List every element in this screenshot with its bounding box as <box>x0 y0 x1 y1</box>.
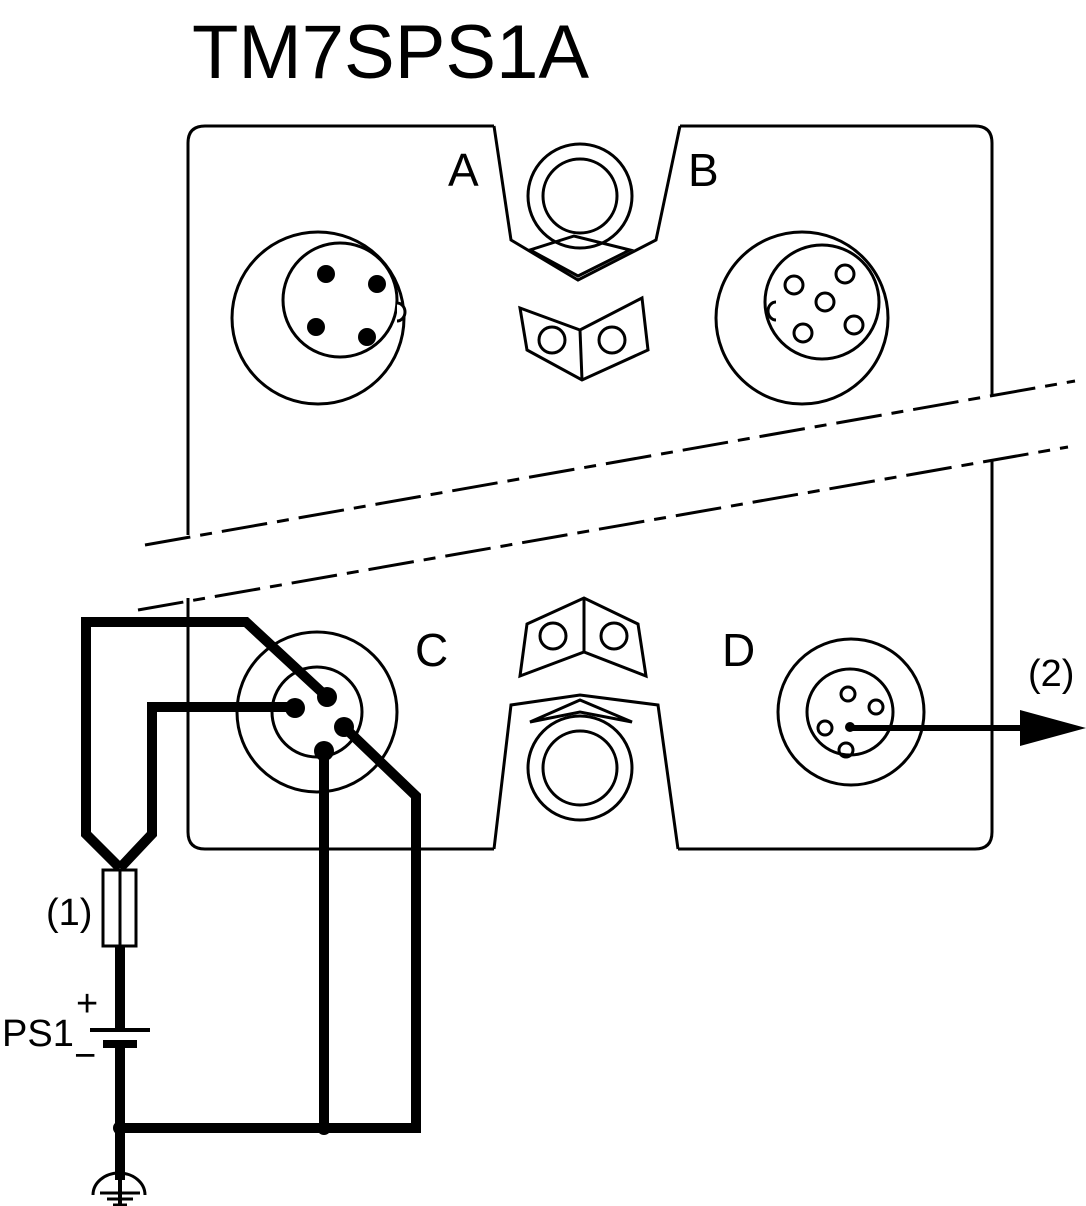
mounting-boss-top <box>492 125 682 282</box>
port-label-b: B <box>688 144 719 196</box>
mounting-boss-bottom <box>492 693 680 850</box>
fuse <box>101 868 138 948</box>
wire-fuse-to-c-left <box>116 702 295 872</box>
led-indicators-top <box>518 295 650 382</box>
ps1-label: PS1 <box>2 1013 74 1055</box>
callout-output: (2) <box>1028 653 1074 695</box>
output-arrow <box>850 710 1086 746</box>
wire-c-right-to-ground <box>118 723 421 1133</box>
junction-dot <box>113 1121 127 1135</box>
ps1-minus-sign: − <box>74 1035 96 1077</box>
module-body-upper <box>186 124 994 535</box>
connector-b <box>714 230 890 406</box>
break-line-lower <box>137 445 1069 612</box>
port-label-d: D <box>722 624 755 676</box>
callout-fuse: (1) <box>46 892 92 934</box>
junction-dot <box>317 1121 331 1135</box>
power-supply-symbol <box>90 1028 150 1048</box>
ground-icon <box>91 1171 147 1206</box>
ps1-plus-sign: + <box>76 983 98 1025</box>
break-line-upper <box>144 379 1076 547</box>
module-body-lower <box>186 460 994 851</box>
wire-fuse-to-c-upper <box>81 617 331 872</box>
connector-a <box>230 230 407 406</box>
connector-d <box>776 637 926 787</box>
module-title: TM7SPS1A <box>192 10 589 95</box>
port-label-c: C <box>415 624 448 676</box>
port-label-a: A <box>448 144 479 196</box>
led-indicators-bottom <box>518 596 648 679</box>
